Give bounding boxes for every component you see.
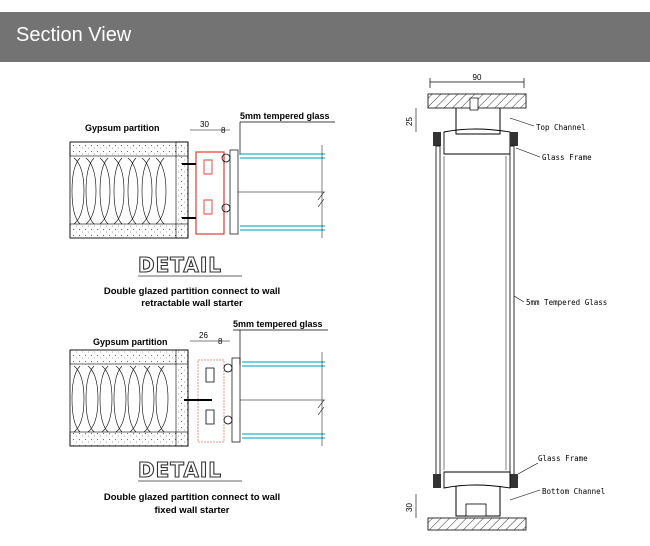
detail1-caption-line2: retractable wall starter (141, 298, 243, 309)
section-header: Section View (0, 12, 650, 62)
detail1-dim-small: 8 (221, 126, 226, 135)
label-bottom-channel: Bottom Channel (542, 487, 605, 496)
section-dim-top: 25 (405, 117, 414, 126)
detail2-dim-top: 26 (199, 331, 208, 340)
detail2-glass-label: 5mm tempered glass (233, 319, 323, 329)
section-title: Section View (16, 24, 132, 46)
detail1-glass-label: 5mm tempered glass (240, 111, 330, 121)
detail-2: Gypsum partition 5mm tempered glass 26 8… (69, 319, 328, 516)
label-top-channel: Top Channel (536, 123, 586, 132)
section-dim-bottom: 30 (405, 503, 414, 512)
detail2-caption-line2: fixed wall starter (155, 505, 230, 516)
detail2-title: DETAIL (138, 458, 222, 482)
detail2-caption-line1: Double glazed partition connect to wall (104, 492, 280, 503)
section-dim-width: 90 (473, 73, 482, 82)
label-glass-frame-top: Glass Frame (542, 153, 592, 162)
detail2-dim-small: 8 (218, 337, 223, 346)
section-elevation: 90 25 30 Top Channel Glass Frame 5 (405, 73, 607, 531)
detail-1: Gypsum partition 5mm tempered glass 30 8… (69, 111, 335, 309)
label-tempered-glass: 5mm Tempered Glass (526, 298, 607, 307)
detail1-dim-top: 30 (200, 120, 209, 129)
detail1-caption-line1: Double glazed partition connect to wall (104, 286, 280, 297)
detail2-partition-label: Gypsum partition (93, 337, 168, 347)
label-glass-frame-bottom: Glass Frame (538, 454, 588, 463)
detail1-partition-label: Gypsum partition (85, 123, 160, 133)
detail1-title: DETAIL (138, 253, 222, 277)
